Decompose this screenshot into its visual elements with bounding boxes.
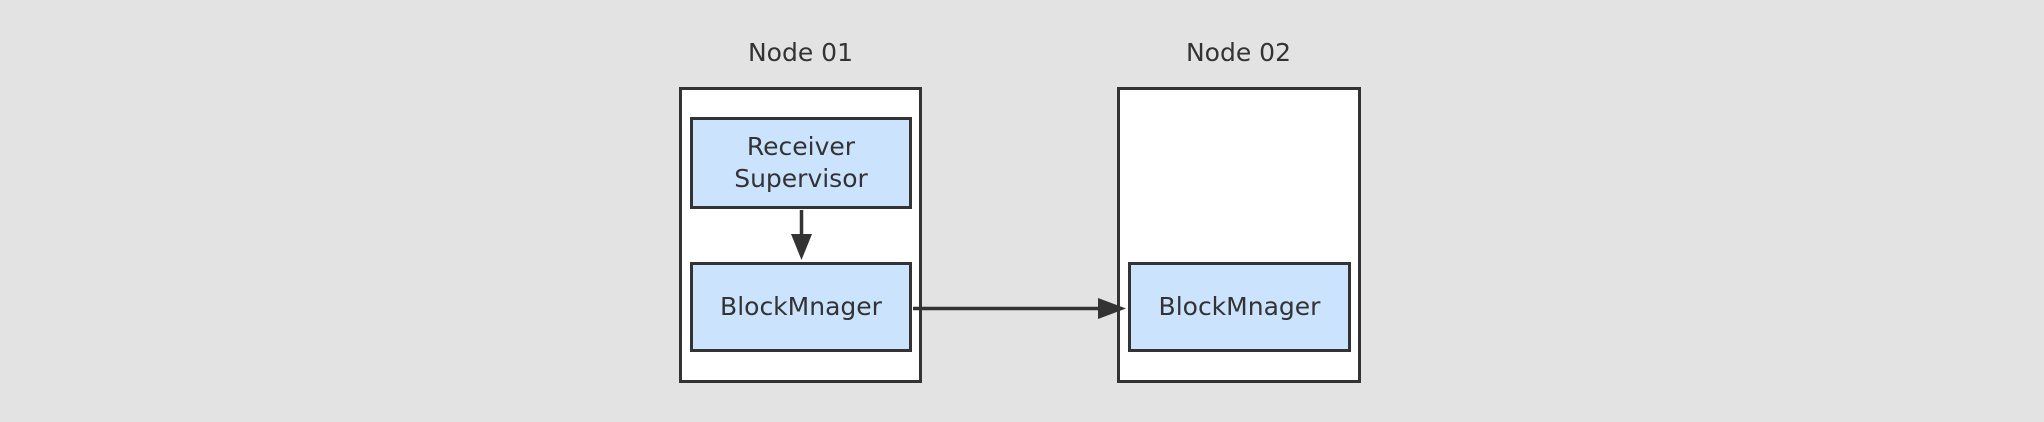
node-01-block-manager-label: BlockMnager [720,292,882,321]
node-02-block-manager: BlockMnager [1128,262,1351,352]
node-01-block-manager: BlockMnager [690,262,912,352]
node-02-title: Node 02 [1185,38,1291,67]
receiver-supervisor-block: Receiver Supervisor [690,117,912,209]
receiver-supervisor-line-2: Supervisor [734,164,868,193]
node-01-title: Node 01 [747,38,853,67]
node-02-block-manager-label: BlockMnager [1158,292,1321,321]
receiver-supervisor-line-1: Receiver [746,132,856,161]
